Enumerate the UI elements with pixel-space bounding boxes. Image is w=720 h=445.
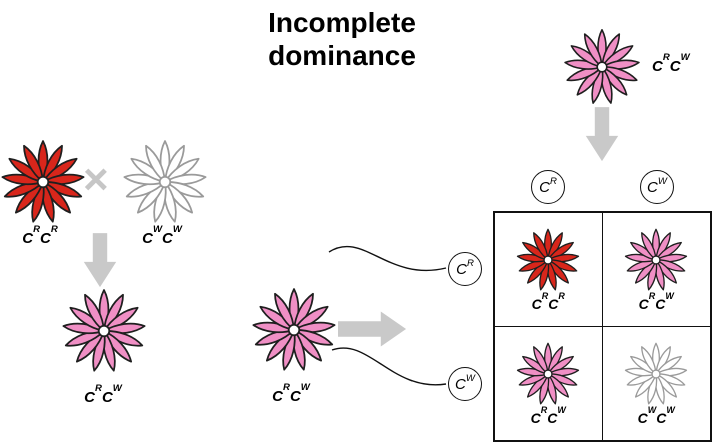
genotype-label-punnett-parent: CRCW: [652, 52, 690, 75]
punnett-arrow-down-icon: [584, 106, 620, 164]
self-cross-arrow-right-icon: [338, 309, 408, 349]
arrow-down-glyph: [585, 107, 619, 162]
genotype-label-cell-2: CRCW: [638, 290, 674, 312]
punnett-cell-1: CRCR: [495, 213, 603, 327]
self-cross-pink-flower-icon: [250, 286, 338, 374]
white-flower-icon: [623, 341, 689, 407]
diagram-title: Incomplete dominance: [268, 7, 416, 72]
genotype-label-parent2: CWCW: [142, 224, 182, 247]
offspring-pink-flower-icon: [60, 287, 148, 375]
genotype-label-self-cross: CRCW: [272, 382, 310, 405]
connector-line-bottom: [331, 347, 447, 386]
genotype-label-cell-1: CRCR: [531, 290, 565, 312]
genotype-label-parent1: CRCR: [22, 224, 58, 247]
cross-arrow-down-icon: [82, 230, 118, 292]
genotype-label-offspring: CRCW: [84, 383, 122, 406]
arrow-right-glyph: [338, 311, 407, 347]
connector-line-top: [328, 245, 447, 271]
punnett-cell-3: CRCW: [495, 326, 603, 440]
punnett-square: CRCR CRCW CRCW CWCW: [493, 211, 712, 442]
genotype-label-cell-4: CWCW: [637, 404, 675, 426]
pink-flower-icon: [515, 341, 581, 407]
punnett-parent-pink-flower-icon: [562, 27, 642, 107]
red-flower-icon: [515, 227, 581, 293]
arrow-down-glyph: [83, 233, 117, 288]
parent-red-flower-icon: [0, 138, 87, 226]
pink-flower-icon: [623, 227, 689, 293]
genotype-label-cell-3: CRCW: [530, 404, 566, 426]
cross-symbol: ×: [83, 155, 109, 204]
punnett-cell-2: CRCW: [602, 213, 710, 327]
parent-white-flower-icon: [121, 138, 209, 226]
punnett-cell-4: CWCW: [603, 327, 711, 441]
